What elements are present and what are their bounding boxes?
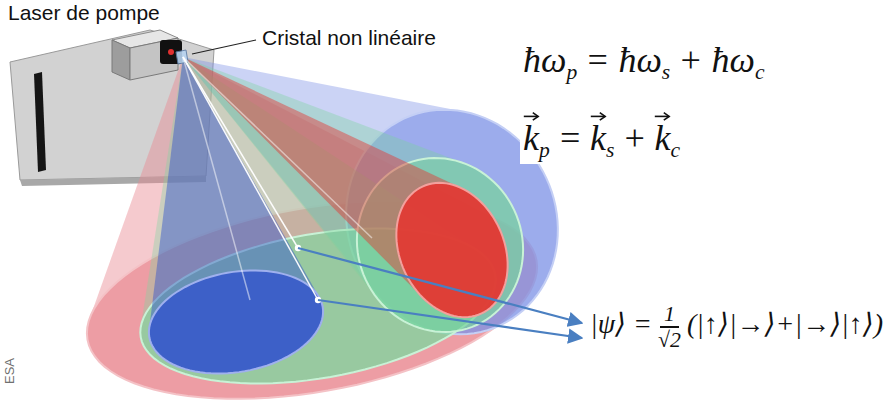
laser-label: Laser de pompe — [8, 0, 160, 26]
vector-arrow — [654, 111, 670, 122]
subscript: c — [670, 138, 680, 162]
cone-body — [87, 57, 537, 399]
subscript: s — [662, 60, 670, 84]
photon-ray — [183, 57, 298, 248]
laser-side — [112, 40, 130, 80]
vector-arrow-head — [533, 113, 538, 121]
cone-section — [396, 183, 507, 317]
table-slot — [34, 72, 46, 172]
state-leader-arrows — [298, 248, 582, 338]
watermark: ESA — [2, 358, 18, 384]
vector-symbol: k — [654, 116, 670, 161]
vector-arrow-head — [600, 113, 605, 121]
fraction: 1√2 — [656, 302, 683, 352]
photon-rays — [183, 57, 372, 303]
cone-section — [149, 270, 323, 373]
subscript: c — [755, 60, 765, 84]
vector-arrow — [590, 111, 606, 122]
light-cone — [87, 57, 537, 399]
operator: + — [622, 118, 646, 158]
equation-term: |ψ⟩ = — [590, 308, 652, 339]
photon-ray — [183, 57, 250, 300]
equation-term: ħω — [523, 40, 566, 80]
subscript: s — [606, 138, 614, 162]
leader-arrow — [318, 300, 582, 338]
leader-arrow — [298, 248, 582, 323]
photon-ray — [183, 57, 372, 238]
watermark-text: ESA — [2, 358, 17, 384]
laser-beam-exit — [168, 49, 174, 55]
light-cone — [183, 57, 523, 332]
emission-cones — [87, 57, 558, 399]
operator: = — [558, 118, 582, 158]
crystal-label: Cristal non linéaire — [262, 25, 436, 51]
crystal-leader-line — [192, 40, 256, 54]
energy-equation: ħωp = ħωs + ħωc — [520, 38, 767, 86]
vector-arrow-head — [664, 113, 669, 121]
subscript: p — [566, 60, 577, 84]
numerator: 1 — [660, 302, 680, 328]
vector-arrow — [523, 111, 539, 122]
vector-symbol: k — [523, 116, 539, 161]
momentum-equation: kp=ks+kc — [520, 116, 683, 164]
photon-ray — [183, 57, 318, 300]
state-equation: |ψ⟩ =1√2(|↑⟩|→⟩+|→⟩|↑⟩) — [587, 302, 886, 352]
denominator: √2 — [656, 328, 683, 352]
part-label: Laser de pompe — [8, 1, 160, 24]
light-cone — [183, 57, 508, 317]
cone-body — [183, 57, 508, 317]
vector-symbol: k — [590, 116, 606, 161]
equation-term: = ħω — [585, 40, 662, 80]
subscript: p — [539, 138, 550, 162]
cone-body — [183, 57, 523, 332]
part-label: Cristal non linéaire — [262, 26, 436, 49]
equation-term: + ħω — [678, 40, 755, 80]
equation-term: (|↑⟩|→⟩+|→⟩|↑⟩) — [687, 308, 883, 339]
